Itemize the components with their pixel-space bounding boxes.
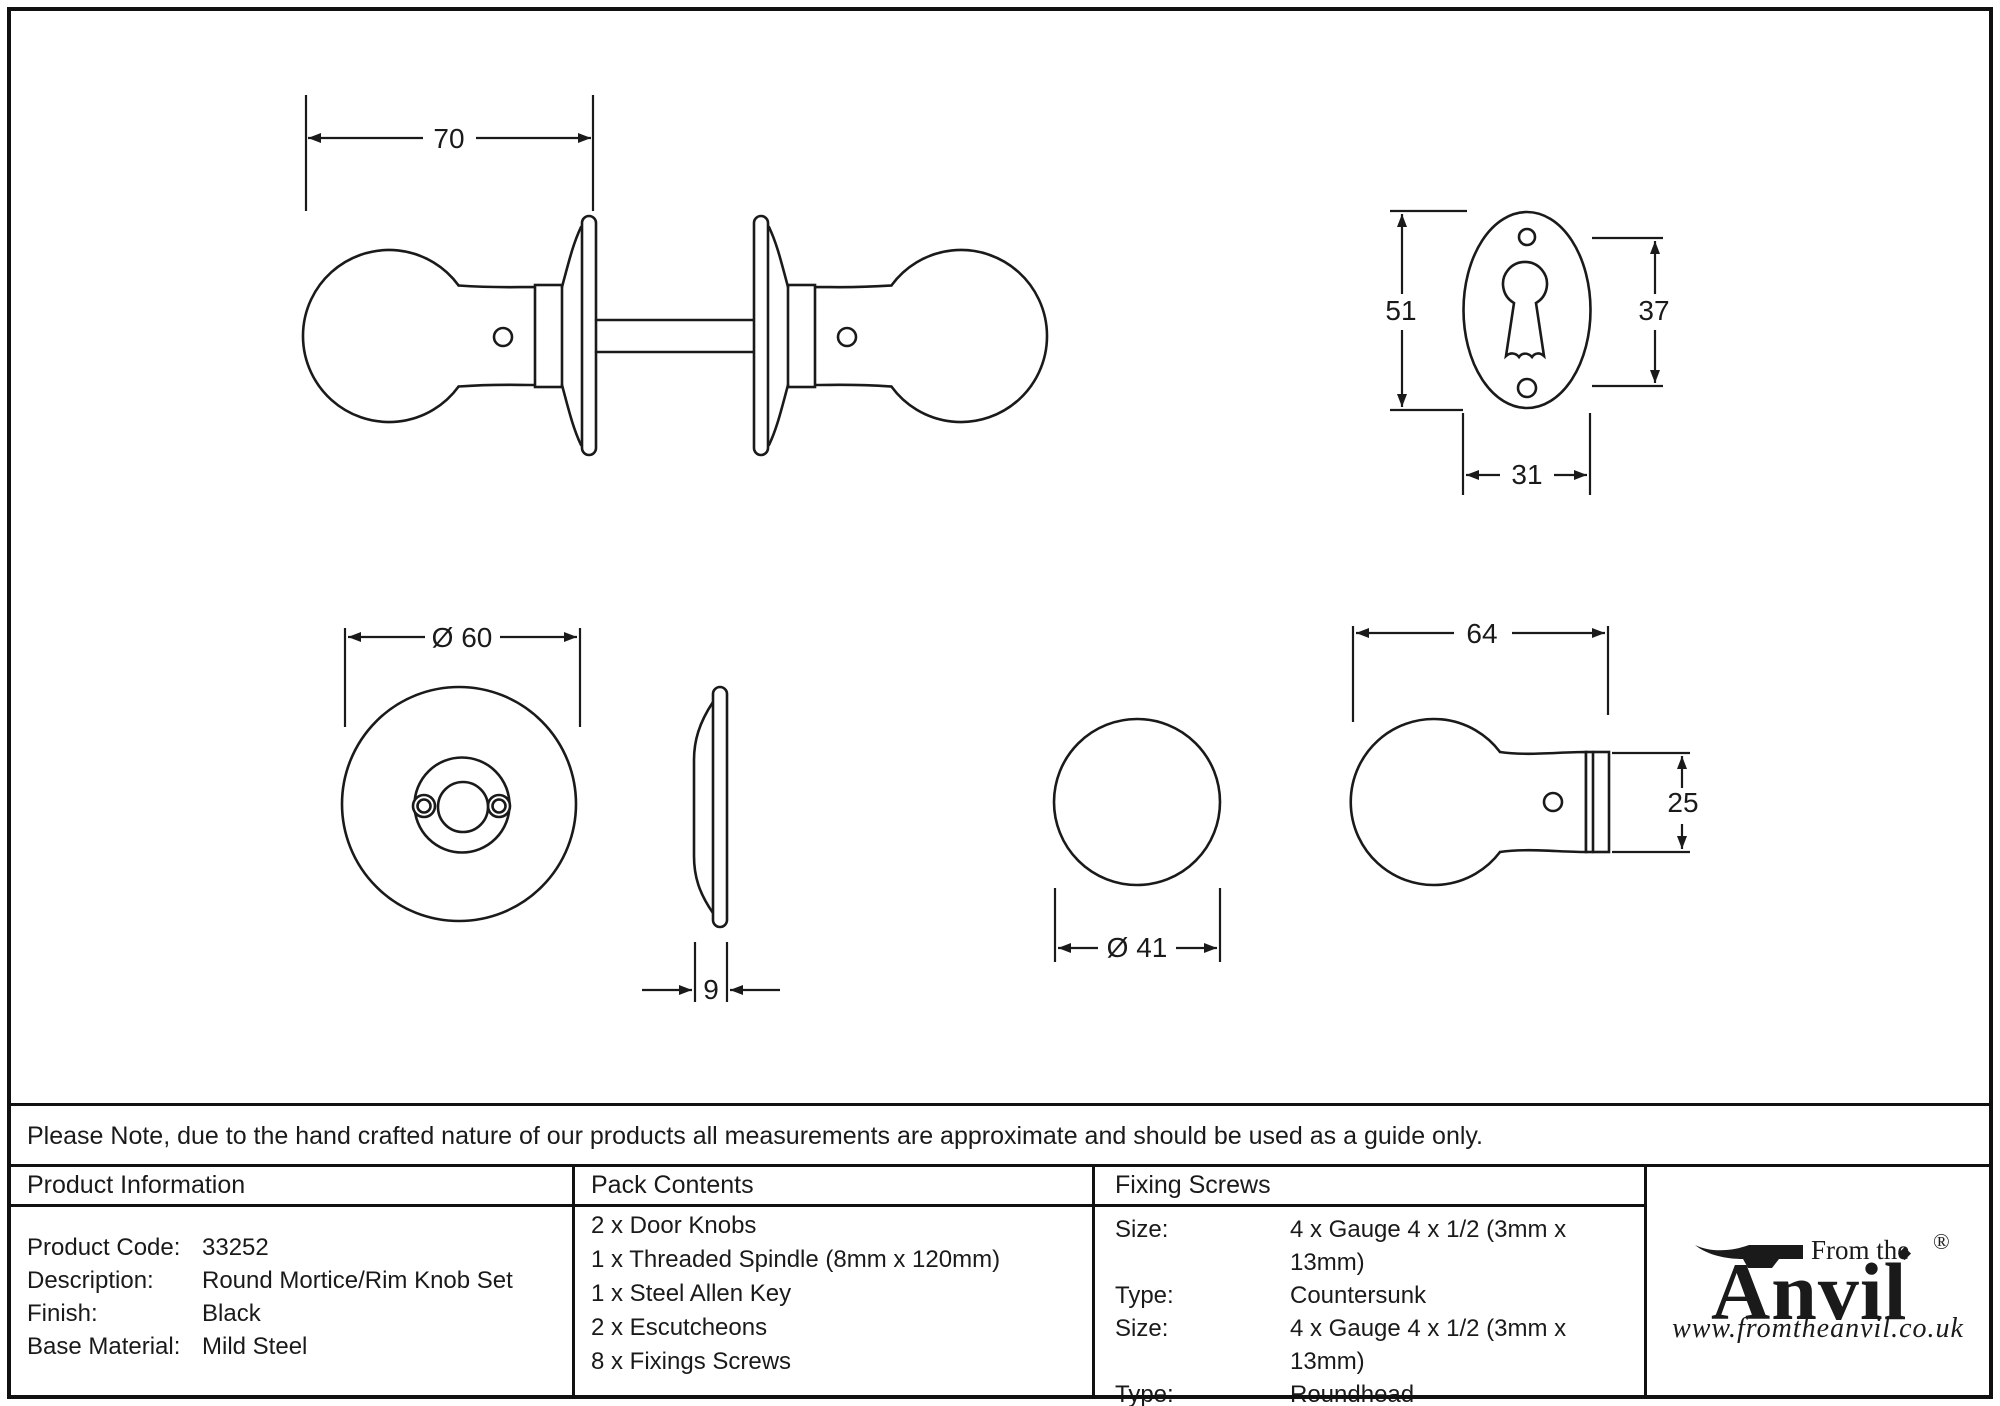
product-information-header: Product Information	[11, 1167, 572, 1207]
dim-label-knob-base-diameter: 25	[1667, 787, 1698, 818]
note-text: Please Note, due to the hand crafted nat…	[27, 1122, 1484, 1150]
keyhole	[1501, 260, 1549, 360]
brand-name: Anvil	[1711, 1246, 1908, 1337]
dim-label-escutcheon-screw-span: 37	[1638, 295, 1669, 326]
grub-screw-hole	[836, 326, 858, 348]
dim-label-escutcheon-height: 51	[1385, 295, 1416, 326]
list-item: 8 x Fixings Screws	[591, 1348, 792, 1375]
from-the-anvil-logo: From the ◆ ® Anvil www.fromtheanvil.co.u…	[1647, 1167, 1989, 1398]
technical-drawing: 70	[301, 95, 1699, 1005]
rose-spindle-hole	[436, 780, 490, 834]
figure-escutcheon-front-view: 51 37 31	[1385, 209, 1670, 495]
knob-shank	[1584, 750, 1611, 854]
anvil-icon	[1695, 1245, 1803, 1268]
product-information-cell: Product Information Product Code: 33252 …	[11, 1167, 572, 1398]
rose-plate	[580, 214, 598, 457]
screw-hole-top	[1517, 227, 1537, 247]
diamond-icon: ◆	[1898, 1243, 1912, 1262]
screw-hole-bottom	[1516, 377, 1538, 399]
list-item: 1 x Steel Allen Key	[591, 1280, 792, 1307]
registered-trademark-icon: ®	[1933, 1229, 1950, 1254]
knob-right	[752, 214, 1049, 457]
brand-tagline: From the	[1811, 1235, 1910, 1265]
knob-face	[1052, 717, 1222, 887]
table-row: Base Material: Mild Steel	[27, 1333, 308, 1360]
pack-contents-header: Pack Contents	[575, 1167, 1092, 1207]
fixing-screws-header: Fixing Screws	[1095, 1167, 1644, 1207]
table-row: Size: 4 x Gauge 4 x 1/2 (3mm x 13mm)	[1115, 1216, 1567, 1276]
brand-website: www.fromtheanvil.co.uk	[1672, 1313, 1964, 1344]
fixing-screws-cell: Fixing Screws Size: 4 x Gauge 4 x 1/2 (3…	[1092, 1167, 1644, 1406]
list-item: 1 x Threaded Spindle (8mm x 120mm)	[591, 1246, 1001, 1273]
figure-knob-side-view: 64 25	[1349, 618, 1699, 887]
table-row: Type: Countersunk	[1115, 1282, 1427, 1309]
dim-label-knob-diameter: Ø 41	[1107, 932, 1168, 963]
knob-left	[301, 214, 598, 457]
measurement-note: Please Note, due to the hand crafted nat…	[11, 1103, 1989, 1167]
table-row: Product Code: 33252	[27, 1234, 269, 1261]
figure-knob-set-side-view: 70	[301, 95, 1049, 457]
figure-knob-front-view: Ø 41	[1052, 717, 1222, 963]
dim-label-knob-set-width: 70	[433, 123, 464, 154]
pack-contents-cell: Pack Contents 2 x Door Knobs 1 x Threade…	[572, 1167, 1092, 1398]
grub-screw-hole	[1542, 791, 1564, 813]
dim-label-escutcheon-width: 31	[1511, 459, 1542, 490]
list-item: 2 x Door Knobs	[591, 1212, 757, 1239]
dim-label-knob-projection: 64	[1466, 618, 1497, 649]
dim-label-rose-diameter: Ø 60	[432, 622, 493, 653]
figure-rose-side-view: 9	[642, 685, 780, 1005]
grub-screw-hole	[492, 326, 514, 348]
table-row: Description: Round Mortice/Rim Knob Set	[27, 1267, 513, 1294]
list-item: 2 x Escutcheons	[591, 1314, 768, 1341]
spindle	[594, 318, 757, 354]
rose-plate-profile	[711, 685, 729, 929]
table-row: Size: 4 x Gauge 4 x 1/2 (3mm x 13mm)	[1115, 1315, 1567, 1375]
table-row: Type: Roundhead	[1115, 1381, 1415, 1406]
dim-label-rose-depth: 9	[703, 974, 719, 1005]
info-table: Product Information Product Code: 33252 …	[11, 1164, 1989, 1406]
table-row: Finish: Black	[27, 1300, 261, 1327]
figure-rose-front-view: Ø 60	[340, 622, 582, 923]
brand-cell: From the ◆ ® Anvil www.fromtheanvil.co.u…	[1644, 1167, 1989, 1398]
rose-plate	[752, 214, 770, 457]
